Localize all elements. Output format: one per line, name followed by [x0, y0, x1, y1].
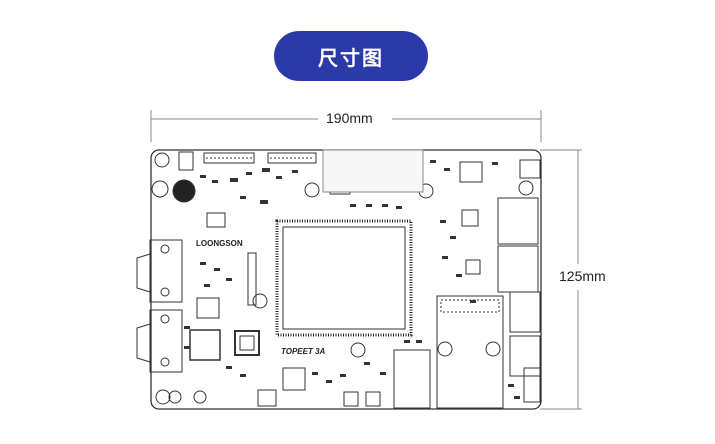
height-value: 125mm [559, 268, 606, 284]
bottom-components [168, 367, 541, 407]
width-dimension-label: 190mm [322, 110, 377, 126]
vga-connector [136, 239, 183, 303]
brand-silkscreen: LOONGSON [196, 239, 243, 248]
wifi-module [322, 149, 424, 193]
serial-connector [136, 309, 183, 373]
pin-header-2 [267, 152, 317, 164]
passive-components [184, 160, 520, 399]
small-chips [189, 161, 483, 391]
width-dimension-line [150, 110, 542, 142]
power-jack [178, 151, 194, 171]
page-title: 尺寸图 [318, 47, 384, 70]
height-dimension-line [540, 149, 582, 410]
usb-connector [393, 349, 431, 409]
cpu-chip-core [282, 226, 406, 330]
battery-holder [172, 179, 196, 203]
height-dimension-label: 125mm [555, 268, 610, 284]
width-value: 190mm [326, 110, 373, 126]
page-title-badge: 尺寸图 [274, 31, 428, 81]
right-edge-connector [519, 159, 541, 179]
pin-header-1 [203, 152, 255, 164]
model-silkscreen: TOPEET 3A [281, 347, 326, 356]
mounting-holes [151, 152, 534, 405]
ethernet-ports [497, 197, 541, 377]
